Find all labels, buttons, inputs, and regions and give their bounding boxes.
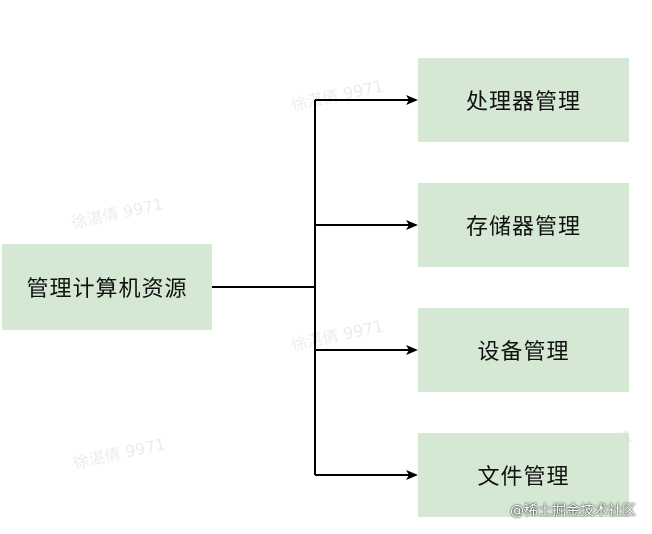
child-node-label: 设备管理 — [477, 340, 570, 365]
root-node-label: 管理计算机资源 — [26, 277, 188, 302]
child-node-file: 文件管理 — [418, 433, 629, 517]
child-node-processor: 处理器管理 — [418, 58, 629, 142]
child-node-label: 存储器管理 — [465, 215, 581, 240]
child-node-label: 处理器管理 — [465, 90, 581, 115]
brand-watermark: @稀土掘金技术社区 — [510, 503, 636, 519]
child-node-memory: 存储器管理 — [418, 183, 629, 267]
child-node-device: 设备管理 — [418, 308, 629, 392]
root-node: 管理计算机资源 — [2, 244, 212, 330]
child-node-label: 文件管理 — [477, 465, 570, 490]
